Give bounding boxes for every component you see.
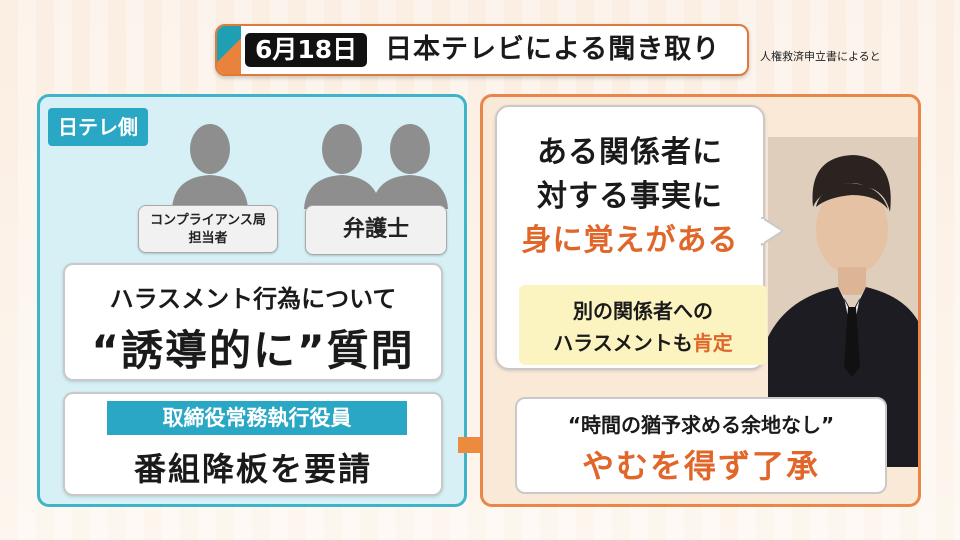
ntv-side-panel: 日テレ側 コンプライアンス局 担当者 弁護士 ハラスメント行為について “誘導的… bbox=[37, 94, 467, 507]
person-silhouette-icon bbox=[172, 124, 248, 209]
person-silhouette-icon bbox=[304, 124, 380, 209]
role-lawyer: 弁護士 bbox=[305, 205, 447, 255]
title-bar: 6月18日 日本テレビによる聞き取り bbox=[215, 24, 749, 76]
note-line1: 別の関係者への bbox=[573, 299, 713, 323]
title-accent-decoration bbox=[217, 26, 241, 74]
note-box: 別の関係者への ハラスメントも肯定 bbox=[519, 285, 767, 365]
request-line: 番組降板を要請 bbox=[133, 450, 372, 488]
date-label: 6月18日 bbox=[245, 33, 368, 67]
question-line1: ハラスメント行為について bbox=[109, 285, 397, 313]
note-line2-highlight: 肯定 bbox=[692, 331, 733, 355]
request-card: 取締役常務執行役員 番組降板を要請 bbox=[63, 392, 443, 496]
note-line2: ハラスメントも肯定 bbox=[519, 327, 767, 356]
role-compliance: コンプライアンス局 担当者 bbox=[138, 205, 278, 253]
tv-talent-side-panel: ある関係者に 対する事実に 身に覚えがある 別の関係者への ハラスメントも肯定 … bbox=[480, 94, 921, 507]
page-title: 日本テレビによる聞き取り bbox=[385, 34, 721, 65]
question-line2: “誘導的に”質問 bbox=[91, 326, 415, 375]
bubble-line3: 身に覚えがある bbox=[521, 223, 739, 258]
result-quote: “時間の猶予求める余地なし” bbox=[567, 413, 835, 437]
question-card: ハラスメント行為について “誘導的に”質問 bbox=[63, 263, 443, 381]
executive-tag: 取締役常務執行役員 bbox=[107, 401, 407, 435]
note-line2-prefix: ハラスメントも bbox=[553, 331, 693, 355]
speech-bubble-tail bbox=[761, 217, 783, 247]
role-compliance-line1: コンプライアンス局 bbox=[150, 213, 266, 228]
role-compliance-line2: 担当者 bbox=[188, 231, 228, 246]
bubble-line1: ある関係者に bbox=[537, 135, 723, 170]
bubble-line2: 対する事実に bbox=[537, 179, 723, 214]
side-tag: 日テレ側 bbox=[48, 108, 148, 146]
person-silhouette-icon bbox=[372, 124, 448, 209]
source-note: 人権救済申立書によると bbox=[760, 50, 881, 63]
result-conclusion: やむを得ず了承 bbox=[581, 447, 820, 485]
result-card: “時間の猶予求める余地なし” やむを得ず了承 bbox=[515, 397, 887, 494]
speech-bubble: ある関係者に 対する事実に 身に覚えがある 別の関係者への ハラスメントも肯定 bbox=[495, 105, 767, 370]
